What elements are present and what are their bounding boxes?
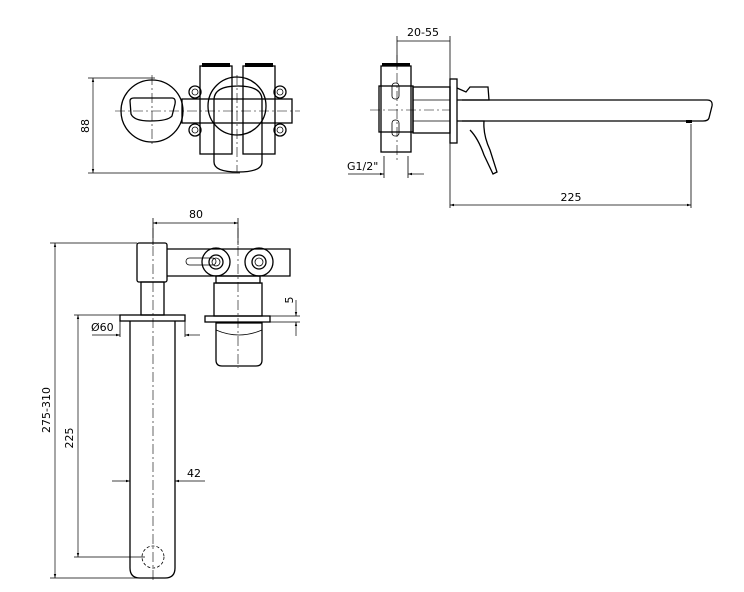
- dim-label-88: 88: [79, 119, 92, 133]
- spout-side: [457, 99, 713, 122]
- front-view: 80 5 Ø60 275-310: [40, 208, 300, 580]
- dim-label-225-front: 225: [63, 428, 76, 449]
- dim-label-60: Ø60: [91, 321, 114, 334]
- side-view: 20-55 G1/2" 225: [347, 26, 713, 208]
- dim-label-275-310: 275-310: [40, 387, 53, 433]
- top-view: 88: [79, 63, 300, 174]
- dim-label-42: 42: [187, 467, 201, 480]
- wall-flange: [449, 78, 458, 144]
- lever-handle: [462, 120, 498, 175]
- lever-top: [456, 86, 490, 101]
- dim-label-g12: G1/2": [347, 160, 378, 173]
- dim-label-20-55: 20-55: [407, 26, 439, 39]
- dim-label-225-side: 225: [561, 191, 582, 204]
- flange-front: [119, 314, 186, 322]
- handle-lever-top: [129, 97, 176, 122]
- dim-label-80: 80: [189, 208, 203, 221]
- spout-front: [129, 321, 176, 579]
- dim-label-5: 5: [283, 297, 296, 304]
- mixer-lever: [213, 85, 263, 173]
